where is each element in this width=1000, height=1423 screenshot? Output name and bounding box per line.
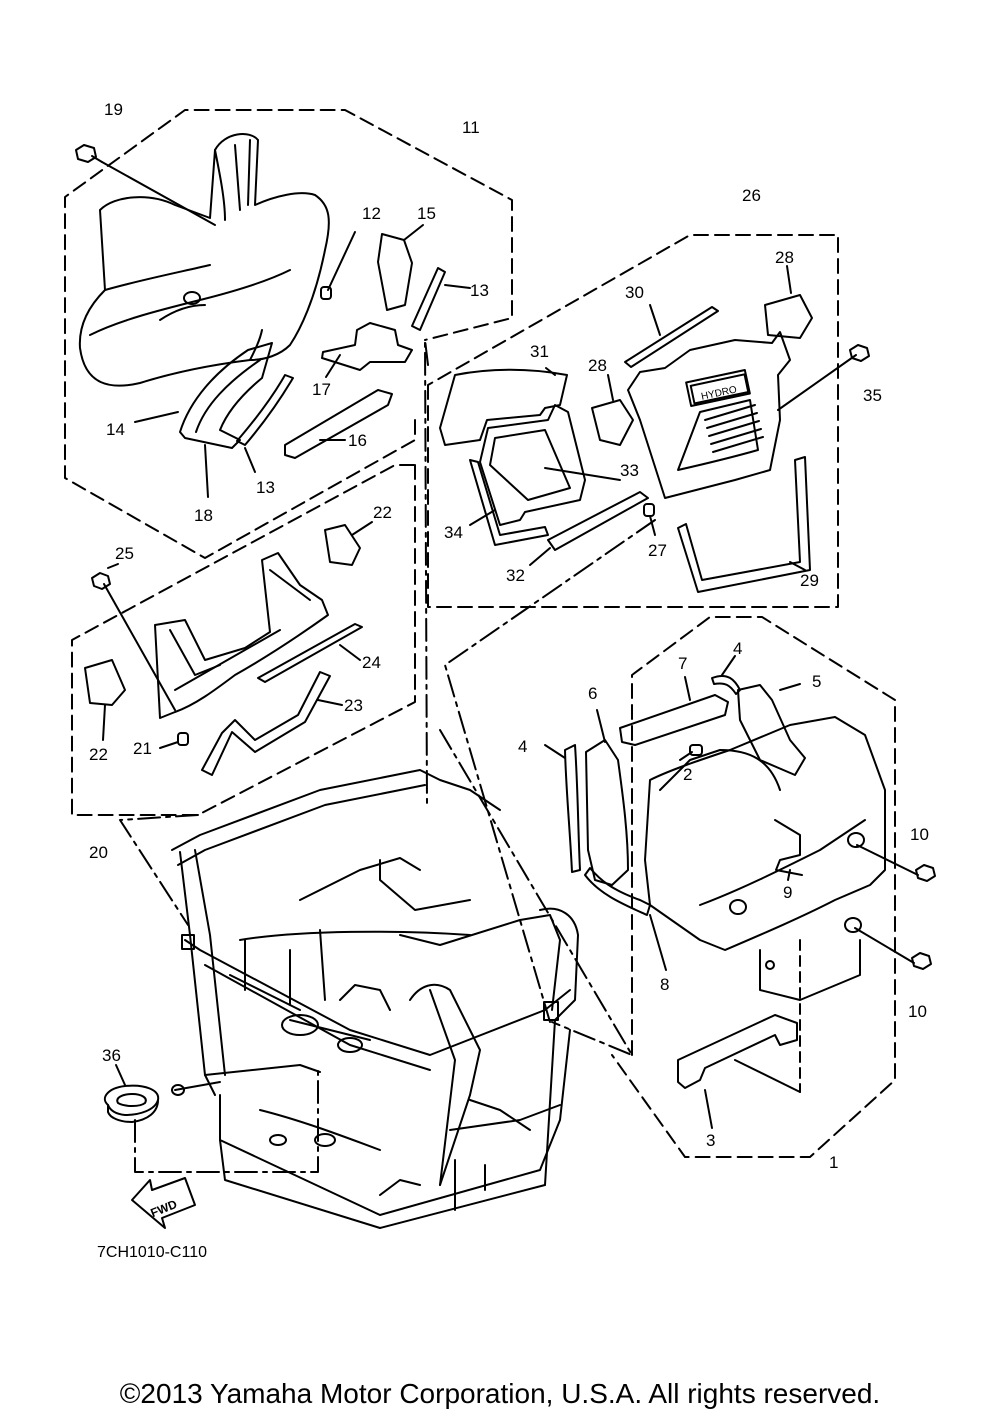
bolt-10-upper bbox=[856, 844, 936, 882]
ref-line-26-frame bbox=[444, 519, 656, 1023]
hydro-badge-box bbox=[689, 373, 750, 405]
callout-14: 14 bbox=[106, 420, 125, 439]
callout-24: 24 bbox=[362, 653, 381, 672]
callout-1: 1 bbox=[829, 1153, 838, 1172]
handle-5 bbox=[737, 683, 806, 776]
bar-16 bbox=[284, 389, 393, 459]
callout-9: 9 bbox=[783, 883, 792, 902]
callout-10-upper: 10 bbox=[910, 825, 929, 844]
callout-20: 20 bbox=[89, 843, 108, 862]
callout-12: 12 bbox=[362, 204, 381, 223]
seal-13-upper bbox=[411, 267, 471, 331]
pin-27 bbox=[643, 503, 656, 536]
callout-32: 32 bbox=[506, 566, 525, 585]
callout-2: 2 bbox=[683, 765, 692, 784]
callout-17: 17 bbox=[312, 380, 331, 399]
callout-4-left: 4 bbox=[518, 737, 527, 756]
callout-23: 23 bbox=[344, 696, 363, 715]
pad-7 bbox=[619, 676, 729, 746]
strip-24 bbox=[257, 623, 363, 683]
handle-14 bbox=[134, 342, 273, 449]
callout-7: 7 bbox=[678, 654, 687, 673]
callout-3: 3 bbox=[706, 1131, 715, 1150]
pin-2 bbox=[679, 744, 703, 761]
group-20-outline bbox=[71, 464, 416, 816]
seal-4-right bbox=[711, 655, 741, 695]
callout-11: 11 bbox=[462, 118, 480, 137]
callout-26: 26 bbox=[742, 186, 761, 205]
callout-33: 33 bbox=[620, 461, 639, 480]
callout-6: 6 bbox=[588, 684, 597, 703]
cover-1 bbox=[644, 716, 886, 1093]
callout-36: 36 bbox=[102, 1046, 121, 1065]
callout-5: 5 bbox=[812, 672, 821, 691]
ref-line-left-frame bbox=[119, 814, 199, 926]
bolt-19 bbox=[75, 144, 216, 226]
callout-28-left: 28 bbox=[588, 356, 607, 375]
callout-13-lower: 13 bbox=[256, 478, 275, 497]
bracket-15 bbox=[377, 224, 424, 311]
callout-16: 16 bbox=[348, 431, 367, 450]
diagram-code: 7CH1010-C110 bbox=[97, 1244, 207, 1261]
callout-31: 31 bbox=[530, 342, 549, 361]
callout-28-right: 28 bbox=[775, 248, 794, 267]
seal-29 bbox=[677, 456, 811, 593]
callout-34: 34 bbox=[444, 523, 463, 542]
callout-25: 25 bbox=[115, 544, 134, 563]
strip-30 bbox=[624, 304, 719, 368]
copyright-notice: ©2013 Yamaha Motor Corporation, U.S.A. A… bbox=[119, 1378, 881, 1409]
frame-33 bbox=[479, 404, 621, 526]
pin-21 bbox=[159, 732, 189, 749]
pad-28 bbox=[591, 374, 634, 446]
callout-8: 8 bbox=[660, 975, 669, 994]
seal-8 bbox=[584, 867, 667, 971]
fwd-arrow-icon bbox=[131, 1177, 196, 1229]
callout-22-lower: 22 bbox=[89, 745, 108, 764]
callout-21: 21 bbox=[133, 739, 152, 758]
callout-19: 19 bbox=[104, 100, 123, 119]
grommet-36 bbox=[103, 1064, 160, 1123]
seal-13-lower bbox=[236, 374, 294, 473]
bar-32 bbox=[529, 491, 649, 566]
plate-3 bbox=[677, 1014, 801, 1129]
callout-35: 35 bbox=[863, 386, 882, 405]
pad-22-upper bbox=[324, 521, 373, 566]
cover-20 bbox=[154, 552, 329, 719]
seal-23 bbox=[201, 671, 343, 776]
bracket-17 bbox=[321, 322, 413, 378]
callout-27: 27 bbox=[648, 541, 667, 560]
callout-18: 18 bbox=[194, 506, 213, 525]
callout-15: 15 bbox=[417, 204, 436, 223]
panel-26 bbox=[627, 265, 813, 499]
hood-11 bbox=[78, 133, 330, 387]
leader-18 bbox=[204, 444, 209, 498]
callout-10-lower: 10 bbox=[908, 1002, 927, 1021]
callout-13-upper: 13 bbox=[470, 281, 489, 300]
badge-35-bolt bbox=[777, 344, 870, 411]
trim-6 bbox=[585, 709, 629, 886]
group-11-outline bbox=[64, 109, 513, 559]
panel-31 bbox=[439, 367, 568, 446]
pad-22-lower bbox=[84, 659, 126, 741]
pin-12 bbox=[320, 231, 356, 300]
callout-30: 30 bbox=[625, 283, 644, 302]
frame-chassis bbox=[171, 769, 579, 1229]
callout-22-upper: 22 bbox=[373, 503, 392, 522]
seal-4-left bbox=[544, 744, 581, 873]
callout-29: 29 bbox=[800, 571, 819, 590]
bolt-10-lower bbox=[854, 927, 932, 970]
callout-4-right: 4 bbox=[733, 639, 742, 658]
seal-34 bbox=[469, 459, 549, 546]
ref-line-36 bbox=[134, 1067, 319, 1173]
group-1-outline bbox=[611, 616, 896, 1158]
ref-line-upper bbox=[424, 339, 429, 806]
ref-line-1-frame bbox=[439, 729, 633, 1056]
bolt-25 bbox=[91, 563, 176, 711]
group-26-outline bbox=[427, 234, 839, 608]
